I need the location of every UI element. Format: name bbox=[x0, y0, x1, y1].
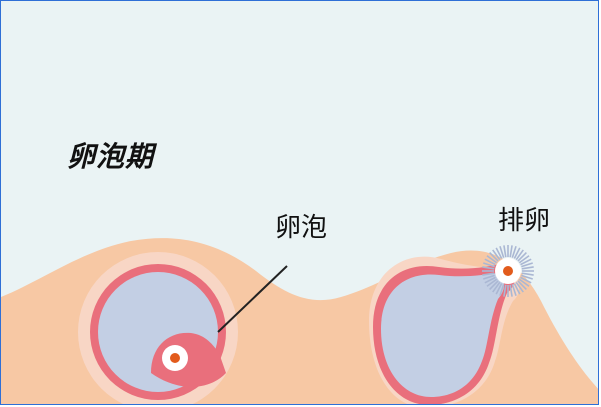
corona-spike bbox=[517, 280, 527, 290]
corona-spike bbox=[503, 284, 507, 297]
corona-spike bbox=[521, 262, 533, 268]
corona-spike bbox=[511, 284, 517, 296]
corona-spike bbox=[489, 280, 499, 290]
corona-spike bbox=[503, 245, 507, 258]
follicle-ovulating bbox=[369, 245, 534, 404]
corona-spike bbox=[511, 246, 517, 258]
corona-spike bbox=[484, 276, 496, 284]
corona-spike bbox=[513, 283, 521, 295]
corona-spike bbox=[486, 278, 498, 287]
corona-spike bbox=[521, 272, 534, 276]
corona-spike bbox=[492, 281, 501, 293]
corona-spike bbox=[520, 258, 532, 266]
corona-spike bbox=[517, 252, 527, 262]
corona-spike bbox=[482, 272, 495, 276]
corona-radiata bbox=[482, 245, 534, 297]
follicle-label: 卵泡 bbox=[275, 213, 328, 243]
corona-spike bbox=[499, 246, 505, 258]
corona-spike bbox=[509, 245, 513, 258]
ovulating-fluid bbox=[381, 273, 505, 397]
corona-spike bbox=[486, 255, 498, 264]
corona-spike bbox=[483, 262, 495, 268]
corona-spike bbox=[520, 276, 532, 284]
phase-title: 卵泡期 bbox=[67, 140, 155, 173]
corona-spike bbox=[521, 274, 533, 280]
corona-spike bbox=[482, 266, 495, 270]
corona-spike bbox=[513, 247, 521, 259]
corona-spike bbox=[518, 255, 530, 264]
corona-spike bbox=[489, 252, 499, 262]
ovulation-label: 排卵 bbox=[498, 206, 551, 236]
corona-spike bbox=[515, 281, 524, 293]
corona-spike bbox=[495, 283, 503, 295]
corona-spike bbox=[518, 278, 530, 287]
released-egg-nucleus bbox=[503, 266, 513, 276]
corona-spike bbox=[509, 284, 513, 297]
follicle-developing bbox=[78, 252, 238, 404]
corona-spike bbox=[499, 284, 505, 296]
follicle-pointer-line bbox=[217, 265, 288, 333]
corona-spike bbox=[515, 249, 524, 261]
corona-spike bbox=[483, 274, 495, 280]
corona-spike bbox=[492, 249, 501, 261]
egg-nucleus bbox=[170, 353, 180, 363]
corona-spike bbox=[484, 258, 496, 266]
corona-spike bbox=[495, 247, 503, 259]
corona-spike bbox=[521, 266, 534, 270]
